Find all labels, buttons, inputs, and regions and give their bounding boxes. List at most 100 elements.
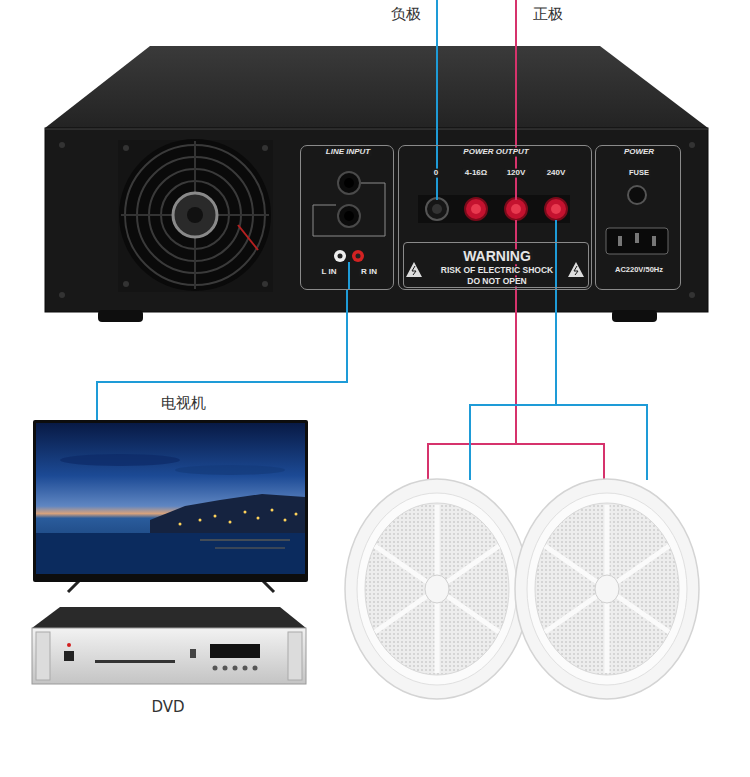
node-heading: POWER bbox=[622, 148, 656, 157]
television-part-part bbox=[214, 515, 217, 518]
amplifier-part bbox=[59, 292, 65, 298]
node-text: DO NOT OPEN bbox=[465, 277, 529, 286]
television-part bbox=[215, 548, 285, 549]
television bbox=[33, 420, 308, 592]
speaker-terminals-part bbox=[432, 204, 442, 214]
television-part bbox=[175, 465, 285, 475]
ceiling-speaker-part bbox=[535, 503, 679, 675]
speaker-terminals-part bbox=[471, 204, 481, 214]
node-heading: WARNING bbox=[461, 249, 533, 264]
ceiling-speaker bbox=[515, 479, 699, 699]
speaker-terminals-part bbox=[505, 198, 527, 220]
television-part bbox=[33, 420, 308, 582]
speaker-terminals-part bbox=[511, 204, 521, 214]
node-text: R IN bbox=[359, 268, 379, 277]
amplifier bbox=[45, 46, 708, 322]
cooling-fan-part bbox=[118, 140, 273, 292]
speaker-terminals bbox=[418, 195, 570, 223]
speaker-terminals-part bbox=[418, 195, 570, 223]
television-part-part bbox=[257, 517, 260, 520]
ceiling-speaker-part bbox=[425, 575, 449, 603]
ceiling-speaker bbox=[345, 479, 529, 699]
power-socket-part bbox=[652, 236, 656, 246]
node-text: 240V bbox=[545, 169, 568, 178]
television-part-part bbox=[199, 519, 202, 522]
amplifier-part bbox=[59, 142, 65, 148]
dvd-node: DVD bbox=[32, 605, 306, 720]
ceiling-speaker-part bbox=[545, 505, 669, 673]
node-heading: POWER OUTPUT bbox=[461, 148, 530, 157]
wire-label: 负极 bbox=[389, 5, 423, 24]
power-socket bbox=[606, 186, 668, 254]
ceiling-speaker-part bbox=[357, 493, 517, 685]
speaker-terminals-part bbox=[426, 198, 448, 220]
speaker-wires-part bbox=[348, 262, 350, 290]
television-part-part bbox=[284, 519, 287, 522]
television-part bbox=[200, 540, 290, 541]
cooling-fan-part bbox=[123, 281, 129, 287]
television-part bbox=[60, 454, 180, 466]
input-jacks-part bbox=[338, 172, 360, 194]
warning-symbols-part bbox=[568, 262, 584, 277]
dvd-player-part bbox=[36, 632, 50, 680]
node-heading: 电视机 bbox=[159, 395, 208, 412]
node-heading: DVD bbox=[149, 699, 186, 716]
cooling-fan-part bbox=[123, 145, 129, 151]
ceiling-speaker-part bbox=[375, 505, 499, 673]
speaker-wires-part bbox=[470, 405, 647, 480]
power-output-panel: POWER OUTPUT04-16Ω120V240VWARNINGRISK OF… bbox=[398, 145, 592, 290]
dvd-player-part bbox=[64, 651, 74, 661]
dvd-player-part bbox=[233, 666, 238, 671]
ceiling-speaker-part bbox=[365, 503, 509, 675]
dvd-player-part bbox=[288, 632, 302, 680]
dvd-player-part bbox=[190, 649, 196, 658]
warning-box: WARNING RISK OF ELECTRIC SHOCK DO NOT OPEN bbox=[403, 242, 589, 288]
power-socket-part bbox=[618, 236, 622, 246]
cooling-fan-part bbox=[238, 225, 258, 250]
dvd-player-part bbox=[32, 628, 306, 684]
power-socket-part bbox=[635, 233, 639, 243]
speaker-wires-part bbox=[555, 220, 557, 405]
node-text: 0 bbox=[432, 169, 440, 178]
television-part bbox=[179, 509, 298, 526]
node-text: 120V bbox=[505, 169, 528, 178]
dvd-player-part bbox=[32, 607, 306, 628]
amplifier-part bbox=[98, 310, 143, 322]
warning-symbols-part bbox=[574, 266, 578, 275]
amplifier-part bbox=[45, 46, 708, 128]
input-jacks-part bbox=[344, 178, 354, 188]
input-jacks-part bbox=[338, 254, 343, 259]
node-text: FUSE bbox=[627, 169, 651, 177]
power-socket-part bbox=[606, 228, 668, 254]
cooling-fan-part bbox=[173, 193, 217, 237]
television-part-part bbox=[295, 513, 298, 516]
television-part-part bbox=[244, 511, 247, 514]
node-text: RISK OF ELECTRIC SHOCK bbox=[439, 266, 555, 275]
input-jacks-part bbox=[344, 211, 354, 221]
cooling-fan bbox=[118, 139, 273, 292]
dvd-player-part bbox=[210, 644, 260, 658]
television-part bbox=[36, 533, 305, 574]
tv-frame bbox=[33, 420, 308, 582]
cooling-fan-part bbox=[262, 281, 268, 287]
tv-node: 电视机 bbox=[33, 392, 308, 592]
wire-label: 正极 bbox=[531, 5, 565, 24]
amplifier-part bbox=[45, 128, 708, 312]
input-jacks-part bbox=[334, 250, 346, 262]
dvd-player bbox=[32, 607, 306, 684]
input-jacks-part bbox=[356, 254, 361, 259]
signal-cable-line bbox=[97, 290, 347, 420]
node-text: L IN bbox=[320, 268, 339, 277]
amplifier-part bbox=[689, 142, 695, 148]
power-panel: POWERFUSEAC220V/50Hz bbox=[595, 145, 681, 290]
warning-symbols-part bbox=[406, 262, 422, 277]
power-socket-part bbox=[628, 186, 646, 204]
line-input-panel: LINE INPUT L IN R IN bbox=[300, 145, 394, 290]
input-jacks-part bbox=[338, 205, 360, 227]
television-part-part bbox=[229, 521, 232, 524]
signal-cable bbox=[97, 290, 347, 420]
node-heading: LINE INPUT bbox=[324, 148, 372, 157]
